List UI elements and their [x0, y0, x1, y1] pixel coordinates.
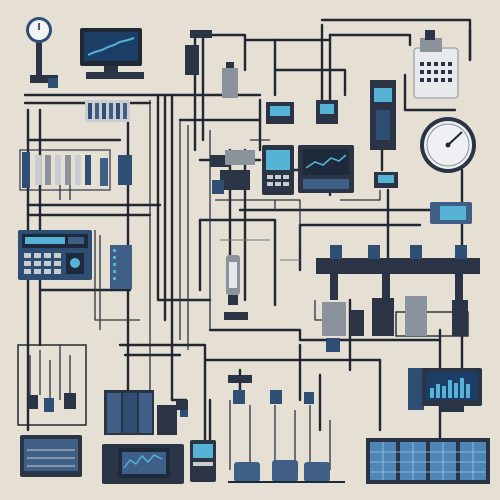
pipe-network: [23, 18, 472, 447]
desktop-monitor-icon: [80, 28, 144, 79]
variable-drive-cabinet: [370, 80, 396, 150]
hmi-panel-pair: [262, 145, 354, 195]
wiring-cabinet: [17, 344, 87, 477]
server-rack-icon: [104, 390, 188, 435]
distribution-manifold: [316, 245, 480, 300]
handheld-meter: [190, 440, 216, 482]
air-compressor-unit: [413, 30, 459, 99]
pressure-gauge-icon: [420, 117, 476, 173]
small-sensor: [374, 172, 398, 188]
vertical-io-strip: [110, 245, 132, 289]
monitoring-console: [102, 444, 184, 484]
relay-cluster: [210, 150, 255, 194]
actuator-row: [322, 296, 469, 337]
signal-converter: [430, 202, 472, 224]
chart-display-icon: [408, 368, 482, 412]
valve-icon: [185, 30, 238, 98]
terminal-block-bank: [19, 149, 132, 191]
flow-meter-cylinder: [224, 255, 248, 320]
pressure-regulator-top: [266, 100, 338, 124]
gate-valve-mid: [176, 338, 340, 410]
filter-assembly: [228, 375, 345, 483]
pressure-gauge-small: [26, 17, 58, 88]
control-panel-icon: [18, 230, 92, 280]
io-module-rack-upper: [85, 100, 130, 122]
solar-panel-icon: [366, 438, 490, 484]
